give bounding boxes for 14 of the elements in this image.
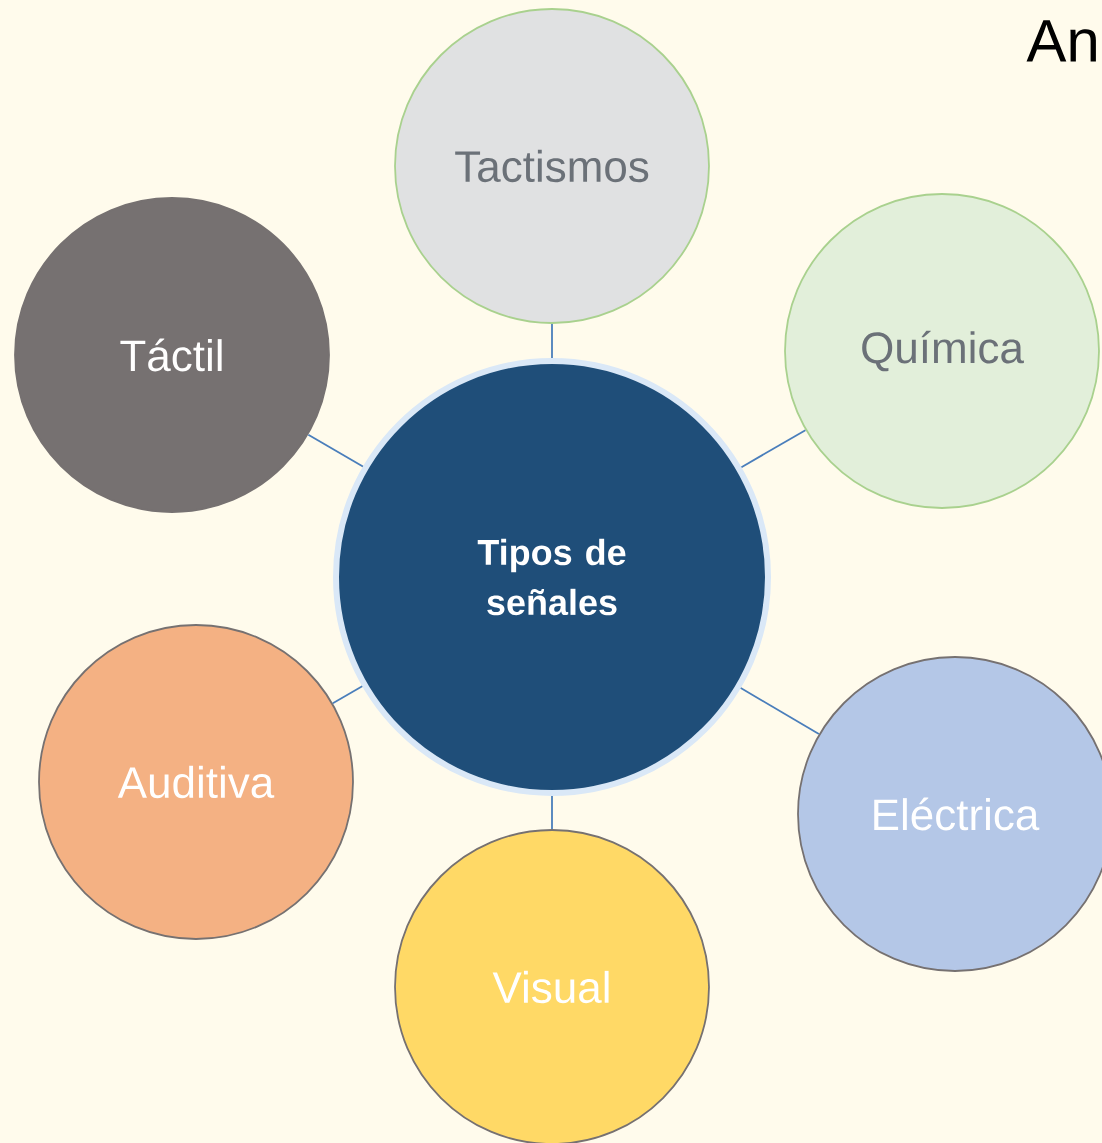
connector-line: [739, 687, 820, 735]
circle-node: Química: [784, 193, 1100, 509]
circle-node: Auditiva: [38, 624, 354, 940]
connector-line: [551, 323, 553, 359]
connector-line: [551, 795, 553, 830]
circle-node: Tactismos: [394, 8, 710, 324]
connector-line: [331, 685, 364, 705]
connector-line: [307, 433, 364, 468]
connector-line: [740, 429, 807, 469]
circle-node: Eléctrica: [797, 656, 1102, 972]
circle-node: Tipos de señales: [333, 358, 771, 796]
heading-text: An: [1026, 20, 1096, 62]
circle-node: Táctil: [14, 197, 330, 513]
circle-node: Visual: [394, 829, 710, 1143]
